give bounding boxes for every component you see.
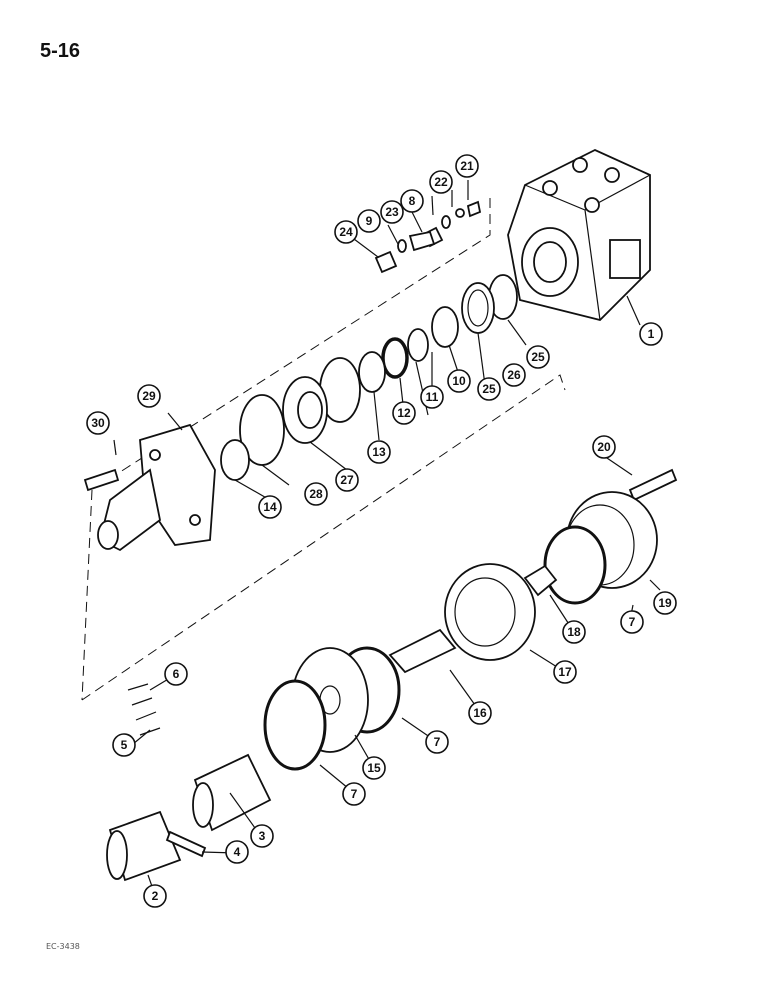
callout-23: 23 [380,200,404,224]
callout-16: 16 [468,701,492,725]
svg-text:29: 29 [142,389,156,403]
callout-3: 3 [250,824,274,848]
svg-text:14: 14 [263,500,277,514]
svg-text:2: 2 [152,889,159,903]
gerotor-set [388,563,536,674]
svg-text:8: 8 [409,194,416,208]
svg-text:4: 4 [234,845,241,859]
callout-19: 19 [653,591,677,615]
page-number: 5-16 [40,40,81,62]
end-cap-shaft [83,423,216,552]
callout-27: 27 [335,468,359,492]
callout-21: 21 [455,154,479,178]
callout-12: 12 [392,401,416,425]
callout-7a: 7 [342,782,366,806]
callout-7b: 7 [425,730,449,754]
callout-13: 13 [367,440,391,464]
svg-text:23: 23 [385,205,399,219]
bearing-and-seal [220,376,328,481]
svg-text:15: 15 [367,761,381,775]
svg-text:27: 27 [340,473,354,487]
svg-text:30: 30 [91,416,105,430]
callout-26: 26 [502,363,526,387]
svg-text:10: 10 [452,374,466,388]
svg-text:5: 5 [121,738,128,752]
callout-15: 15 [362,756,386,780]
svg-text:19: 19 [658,596,672,610]
callout-5: 5 [112,733,136,757]
svg-text:3: 3 [259,829,266,843]
callout-24: 24 [334,220,358,244]
callout-14: 14 [258,495,282,519]
callout-4: 4 [225,840,249,864]
callout-18: 18 [562,620,586,644]
svg-text:25: 25 [531,350,545,364]
callout-2: 2 [143,884,167,908]
callout-20: 20 [592,435,616,459]
svg-text:22: 22 [434,175,448,189]
callout-17: 17 [553,660,577,684]
svg-text:28: 28 [309,487,323,501]
drawing-code: EC-3438 [46,942,80,951]
svg-text:12: 12 [397,406,411,420]
svg-text:7: 7 [434,735,441,749]
svg-text:1: 1 [648,327,655,341]
callout-1: 1 [639,322,663,346]
callout-22: 22 [429,170,453,194]
callout-25a: 25 [526,345,550,369]
callout-9: 9 [357,209,381,233]
callout-11: 11 [420,385,444,409]
callout-10: 10 [447,369,471,393]
assembly-dashed-line [81,198,566,701]
svg-text:21: 21 [460,159,474,173]
svg-text:20: 20 [597,440,611,454]
svg-text:16: 16 [473,706,487,720]
svg-text:7: 7 [629,615,636,629]
spacer-plate-rings [263,646,401,771]
valve-housing [507,149,651,321]
callout-30: 30 [86,411,110,435]
relief-valve-parts [374,200,482,274]
callout-8: 8 [400,189,424,213]
svg-text:17: 17 [558,665,572,679]
callout-28: 28 [304,482,328,506]
callout-6: 6 [164,662,188,686]
svg-text:26: 26 [507,368,521,382]
svg-text:6: 6 [173,667,180,681]
svg-text:24: 24 [339,225,353,239]
callout-7c: 7 [620,610,644,634]
callout-25b: 25 [477,377,501,401]
svg-text:7: 7 [351,787,358,801]
svg-text:11: 11 [426,390,439,404]
svg-text:13: 13 [372,445,386,459]
end-plate-assembly [523,468,678,605]
svg-text:18: 18 [567,625,581,639]
callout-29: 29 [137,384,161,408]
svg-text:25: 25 [482,382,496,396]
seal-rings [319,274,518,423]
spool-sleeve-assembly [106,683,272,882]
svg-text:9: 9 [366,214,373,228]
